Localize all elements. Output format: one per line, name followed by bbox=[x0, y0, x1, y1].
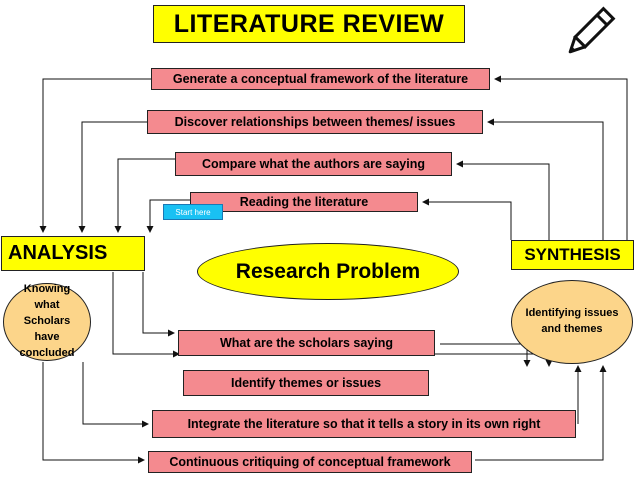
arrow-generate-to-analysis bbox=[39, 78, 151, 233]
arrow-right-to-generate bbox=[494, 75, 628, 240]
step-integrate-literature: Integrate the literature so that it tell… bbox=[152, 410, 576, 438]
step-compare-authors: Compare what the authors are saying bbox=[175, 152, 452, 176]
arrow-reading-to-left bbox=[146, 199, 190, 233]
step-generate-framework: Generate a conceptual framework of the l… bbox=[151, 68, 490, 90]
arrow-discover-to-left bbox=[78, 121, 147, 233]
page-title: LITERATURE REVIEW bbox=[153, 5, 465, 43]
arrow-scholars-to-identifying bbox=[440, 343, 531, 367]
arrow-continuous-to-identifying bbox=[475, 365, 607, 461]
knowing-line-2: Scholars have bbox=[23, 315, 71, 343]
arrow-left-to-continuous bbox=[42, 362, 145, 464]
knowing-line-1: Knowing what bbox=[23, 283, 71, 312]
analysis-box: ANALYSIS bbox=[1, 236, 145, 271]
arrow-left-to-identify bbox=[112, 272, 180, 358]
knowing-oval: Knowing what Scholars have concluded bbox=[3, 283, 91, 361]
step-reading-literature: Reading the literature bbox=[190, 192, 418, 212]
arrow-right-to-reading bbox=[422, 198, 512, 240]
knowing-line-3: concluded bbox=[19, 346, 75, 359]
step-discover-relationships: Discover relationships between themes/ i… bbox=[147, 110, 483, 134]
pencil-icon bbox=[568, 6, 616, 54]
start-here-label: Start here bbox=[163, 204, 223, 220]
step-continuous-critiquing: Continuous critiquing of conceptual fram… bbox=[148, 451, 472, 473]
research-problem-oval: Research Problem bbox=[197, 243, 459, 300]
identifying-line-2: and themes bbox=[541, 323, 603, 335]
identifying-oval: Identifying issues and themes bbox=[511, 280, 633, 364]
arrow-left-to-integrate bbox=[82, 362, 149, 428]
arrow-identify-to-identifying bbox=[430, 353, 553, 367]
step-scholars-saying: What are the scholars saying bbox=[178, 330, 435, 356]
identifying-line-1: Identifying issues bbox=[525, 307, 619, 320]
synthesis-box: SYNTHESIS bbox=[511, 240, 634, 270]
arrow-compare-to-left bbox=[114, 158, 175, 233]
arrow-right-to-discover bbox=[487, 118, 604, 240]
arrow-right-to-compare bbox=[456, 160, 550, 240]
arrow-left-to-scholars bbox=[142, 272, 175, 337]
step-identify-themes: Identify themes or issues bbox=[183, 370, 429, 396]
